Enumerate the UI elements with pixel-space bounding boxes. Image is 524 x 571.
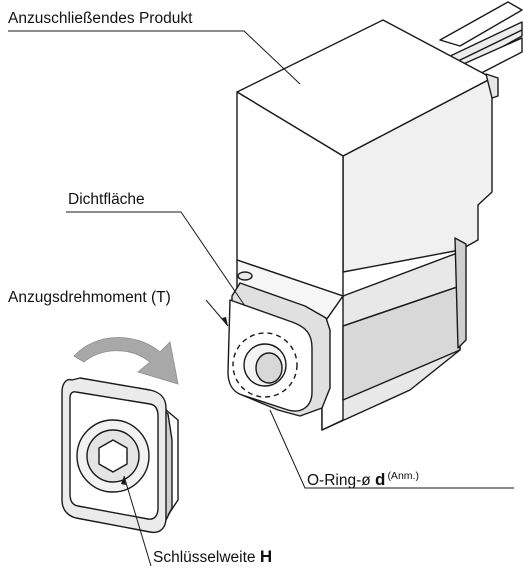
torque-text: Anzugsdrehmoment (T): [8, 289, 171, 306]
torque-label: Anzugsdrehmoment (T): [8, 289, 171, 307]
o-ring-groove: [232, 332, 298, 398]
hex-socket-plug: [61, 377, 179, 534]
wrench-size-symbol: H: [259, 547, 273, 566]
curved-rotation-arrow-icon: [73, 337, 179, 385]
wrench-size-prefix: Schlüsselweite: [153, 549, 260, 566]
hex-socket-icon: [98, 439, 128, 473]
leader-arrowheads: [121, 317, 228, 485]
leader-lines: [8, 30, 514, 567]
sealing-surface-text: Dichtfläche: [68, 191, 145, 208]
o-ring-label: O-Ring-ø d(Anm.): [307, 467, 419, 490]
wrench-size-label: Schlüsselweite H: [153, 548, 272, 567]
o-ring-prefix: O-Ring-ø: [307, 472, 376, 489]
sealing-surface-label: Dichtfläche: [68, 191, 145, 209]
product-label-text: Anzuschließendes Produkt: [8, 10, 193, 27]
product-label: Anzuschließendes Produkt: [8, 10, 192, 28]
o-ring-note: (Anm.): [387, 470, 419, 482]
port-flange: [227, 271, 331, 417]
o-ring-symbol: d: [375, 470, 386, 489]
